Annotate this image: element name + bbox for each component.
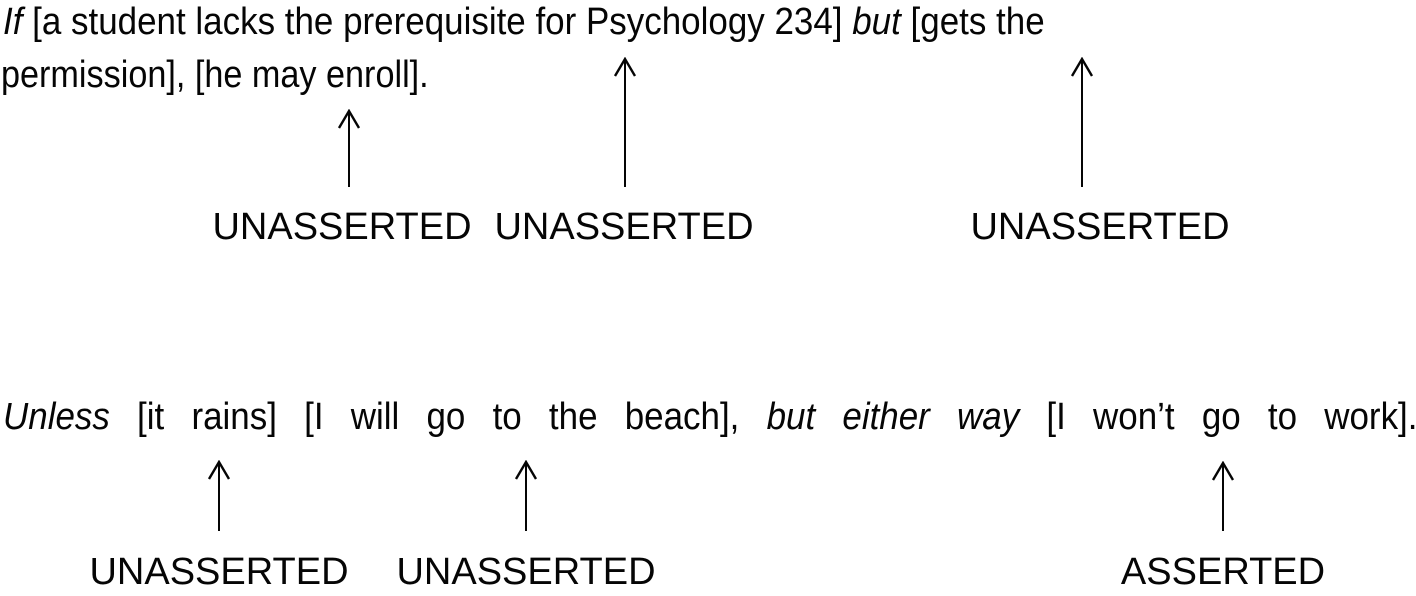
up-arrow-icon bbox=[1210, 461, 1236, 531]
example1-connective-but: but bbox=[852, 1, 901, 43]
up-arrow-icon bbox=[612, 57, 638, 187]
example1-line2: permission], [he may enroll]. bbox=[1, 54, 429, 96]
example2-clauses-rains-beach: [it rains] [I will go to the beach], bbox=[109, 396, 767, 438]
example1-connective-if: If bbox=[3, 1, 23, 43]
example1-clause-antecedent: [a student lacks the prerequisite for Ps… bbox=[22, 1, 853, 43]
up-arrow-icon bbox=[206, 460, 232, 531]
assertion-label: UNASSERTED bbox=[970, 206, 1230, 248]
up-arrow-icon bbox=[1069, 57, 1095, 187]
assertion-label: UNASSERTED bbox=[396, 551, 656, 593]
example1-clause-gets-the: [gets the bbox=[900, 1, 1045, 43]
example2-connective-but-either-way: but either way bbox=[766, 396, 1020, 438]
assertion-label: ASSERTED bbox=[1120, 551, 1326, 593]
up-arrow-icon bbox=[336, 109, 362, 187]
assertion-label: UNASSERTED bbox=[212, 206, 472, 248]
example1-line1: If [a student lacks the prerequisite for… bbox=[3, 3, 1045, 41]
assertion-label: UNASSERTED bbox=[89, 551, 349, 593]
assertion-label: UNASSERTED bbox=[494, 206, 754, 248]
example2-connective-unless: Unless bbox=[3, 396, 110, 438]
example2-line: Unless [it rains] [I will go to the beac… bbox=[3, 398, 1416, 436]
up-arrow-icon bbox=[513, 460, 539, 531]
example2-clause-work: [I won’t go to work]. bbox=[1019, 396, 1416, 438]
